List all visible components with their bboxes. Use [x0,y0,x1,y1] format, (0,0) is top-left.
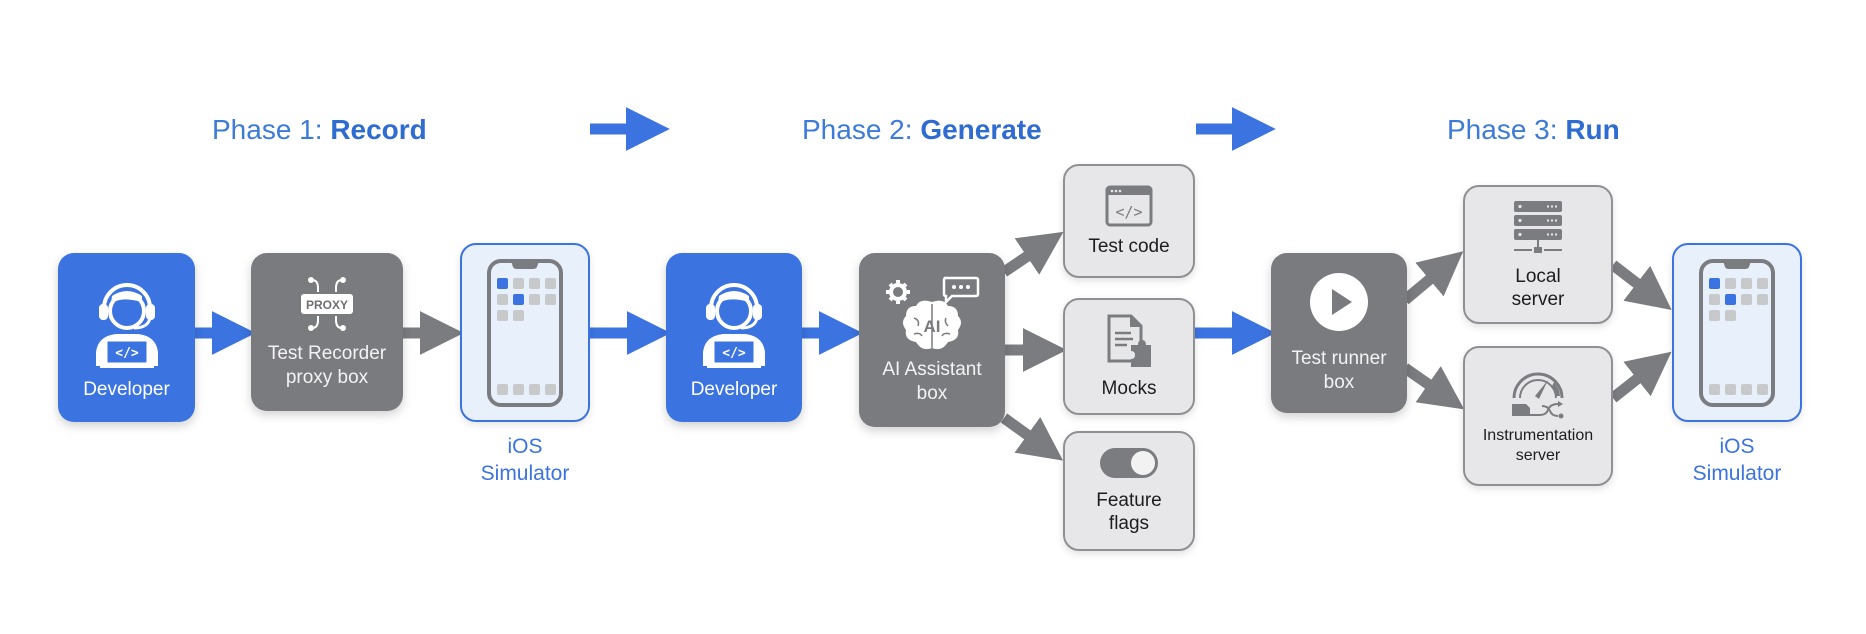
gear-icon [886,280,910,304]
svg-text:</>: </> [115,346,139,361]
ai-brain-icon: AI [886,276,980,350]
ai-icon-text: AI [924,317,941,336]
feature-flags-node[interactable]: Feature flags [1063,431,1195,551]
phase-3-title: Phase 3: Run [1447,112,1620,148]
developer-headset-laptop-icon: </> [95,282,158,368]
phone-icon [487,258,563,407]
toggle-icon [1100,448,1158,478]
test-runner-label-line1: Test runner [1291,348,1387,369]
ios-simulator-1-label-line2: Simulator [480,462,570,485]
svg-text:</>: </> [722,346,746,361]
mocks-node[interactable]: Mocks [1063,298,1195,415]
local-server-node[interactable]: Local server [1463,185,1613,324]
ai-assistant-label-line2: box [916,383,948,404]
developer-1-label: Developer [83,378,170,400]
test-runner-node[interactable]: Test runner box [1271,253,1407,413]
instrumentation-server-label-line2: server [1515,447,1561,464]
phase-3-name: Run [1565,114,1620,145]
test-recorder-node[interactable]: PROXY Test Recorder proxy box [251,253,403,411]
test-code-label: Test code [1088,235,1170,257]
phone-icon [1699,258,1775,407]
proxy-icon-text: PROXY [306,298,348,312]
ios-simulator-1-node[interactable] [460,243,590,422]
svg-text:</>: </> [1115,203,1142,221]
ios-simulator-1-label-line1: iOS [507,435,543,458]
phase-1-prefix: Phase 1: [212,114,331,145]
ai-to-test-code-arrow [1000,231,1064,277]
test-recorder-label-line2: proxy box [285,367,369,388]
developer-2-node[interactable]: </> Developer [666,253,802,422]
feature-flags-label-line1: Feature [1096,490,1162,511]
phase-1-name: Record [330,114,427,145]
local-server-label-line2: server [1511,288,1565,310]
developer-2-label: Developer [690,378,778,400]
code-window-icon: </> [1105,185,1153,226]
instrumentation-server-label-line1: Instrumentation [1482,427,1594,444]
ai-assistant-node[interactable]: AI AI Assistant box [859,253,1005,427]
phase-2-title: Phase 2: Generate [802,112,1042,148]
test-runner-label-line2: box [1323,372,1355,393]
ai-to-feature-flags-arrow [1000,413,1064,461]
ios-simulator-2-node[interactable] [1672,243,1802,422]
ios-simulator-2-label-line1: iOS [1719,435,1755,458]
runner-to-instrumentation-arrow [1401,363,1465,410]
feature-flags-label-line2: flags [1108,513,1150,534]
runner-to-local-server-arrow [1401,251,1464,305]
proxy-icon: PROXY [301,277,353,331]
ios-simulator-2-label: iOS Simulator [1662,433,1812,487]
local-server-to-ios-sim-2-arrow [1609,260,1672,311]
phase-2-prefix: Phase 2: [802,114,921,145]
chat-bubble-icon [942,276,980,306]
phase-1-title: Phase 1: Record [212,112,427,148]
developer-1-node[interactable]: </> Developer [58,253,195,422]
play-icon [1310,273,1368,331]
server-rack-icon [1514,200,1562,253]
test-recorder-label-line1: Test Recorder [267,343,387,364]
ios-simulator-2-label-line2: Simulator [1692,462,1782,485]
instrumentation-server-node[interactable]: Instrumentation server [1463,346,1613,486]
mocks-label: Mocks [1101,378,1157,399]
phase-3-prefix: Phase 3: [1447,114,1566,145]
instrumentation-to-ios-sim-2-arrow [1609,351,1672,403]
gauge-icon [1512,372,1564,419]
developer-headset-laptop-icon: </> [703,282,765,368]
document-puzzle-icon [1107,314,1151,367]
phase-2-name: Generate [920,114,1042,145]
ai-assistant-label-line1: AI Assistant [882,359,982,380]
local-server-label-line1: Local [1515,265,1561,287]
test-code-node[interactable]: </> Test code [1063,164,1195,278]
ios-simulator-1-label: iOS Simulator [450,433,600,487]
